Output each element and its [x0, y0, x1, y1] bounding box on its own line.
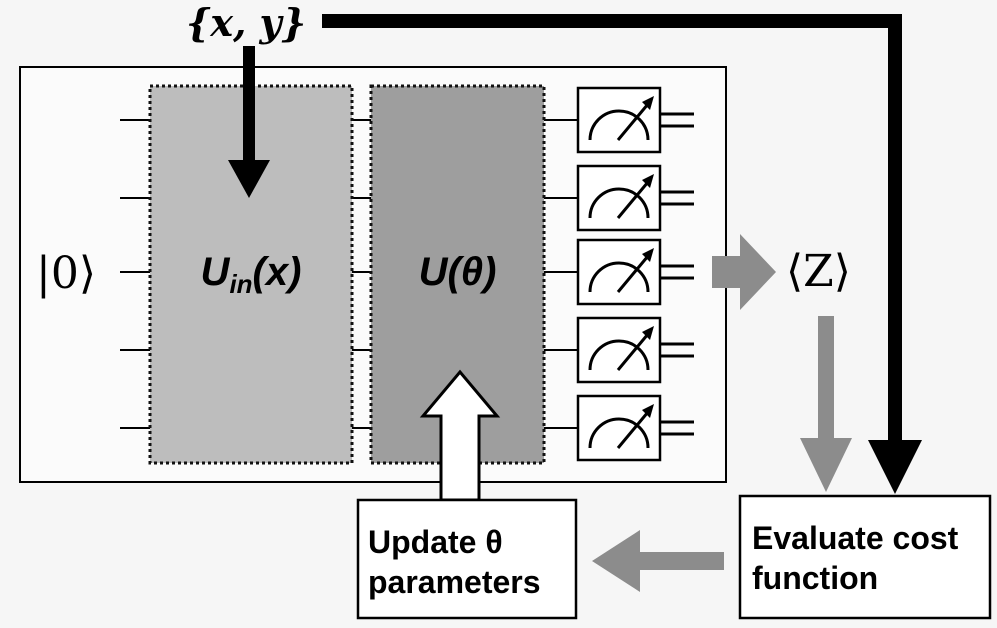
meter-icon: [576, 86, 694, 154]
evaluate-cost-line1: Evaluate cost: [752, 520, 959, 556]
update-parameters-line1: Update θ: [368, 524, 503, 560]
encoding-gate-label: Uin(x): [150, 250, 352, 300]
meter-icon: [576, 238, 694, 306]
meter-icon: [576, 164, 694, 232]
encoding-gate-label-main: U: [200, 250, 230, 294]
meter-icon: [576, 394, 694, 462]
meter-icon: [576, 316, 694, 384]
encoding-gate-label-arg: (x): [252, 250, 302, 294]
evaluate-cost-box: [738, 494, 992, 620]
input-data-arrow: [228, 46, 270, 198]
expectation-to-cost-arrow: [800, 316, 852, 492]
variational-gate-label: U(θ): [371, 250, 544, 295]
encoding-gate-label-sub: in: [229, 269, 253, 299]
label-feedback-arrow: [322, 14, 922, 494]
cost-to-update-arrow: [592, 530, 724, 592]
initial-state-label: |0⟩: [36, 248, 96, 299]
encoding-gate: [148, 84, 354, 465]
update-parameters-text: Update θ parameters: [368, 522, 541, 602]
evaluate-cost-text: Evaluate cost function: [752, 518, 958, 598]
parameter-update-arrow: [419, 369, 501, 502]
update-parameters-line2: parameters: [368, 564, 541, 600]
evaluate-cost-line2: function: [752, 560, 879, 596]
measurement-output-arrow: [712, 234, 776, 310]
update-parameters-box: [356, 498, 578, 620]
input-data-label: {x, y}: [186, 0, 307, 45]
variational-gate-label-main: U: [418, 250, 448, 294]
expectation-label: ⟨Z⟩: [786, 246, 851, 297]
measurement-meters: [576, 86, 694, 462]
variational-gate-label-arg: (θ): [447, 250, 497, 294]
